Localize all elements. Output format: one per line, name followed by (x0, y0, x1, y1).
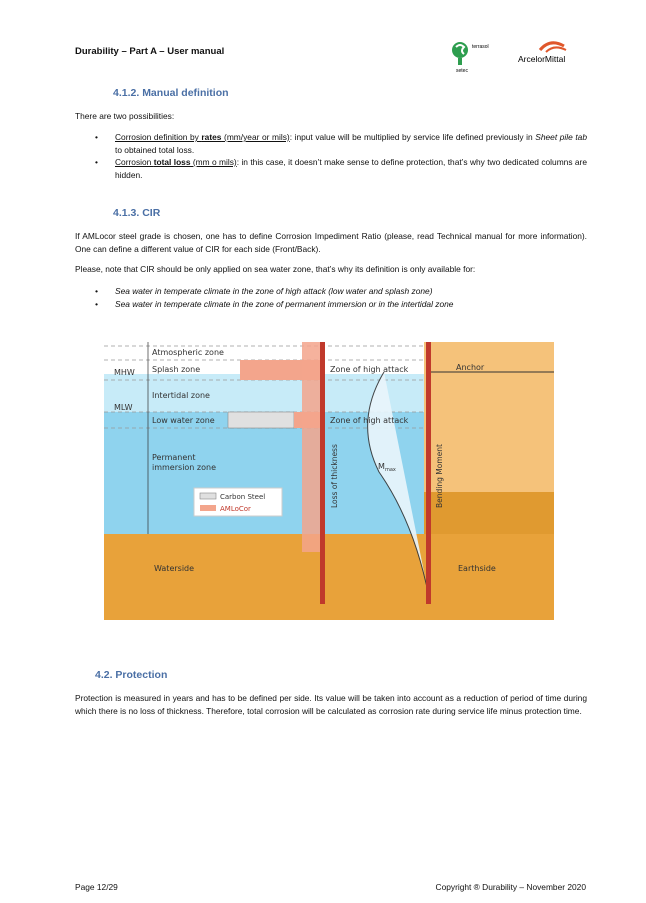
label-loss-of-thickness: Loss of thickness (330, 444, 339, 508)
label-permanent-2: immersion zone (152, 463, 216, 472)
paragraph-cir-intro: If AMLocor steel grade is chosen, one ha… (75, 231, 587, 254)
footer-page-number: Page 12/29 (75, 882, 118, 892)
paragraph-two-possibilities: There are two possibilities: (75, 111, 175, 121)
manual-definition-list: Corrosion definition by rates (mm/year o… (75, 131, 587, 181)
label-m-max-sub: max (385, 467, 396, 473)
label-mlw: MLW (114, 403, 133, 412)
svg-text:setec: setec (456, 68, 468, 74)
legend-carbon-swatch (199, 492, 217, 500)
section-heading-protection: 4.2. Protection (95, 669, 168, 681)
legend-carbon-label: Carbon Steel (220, 493, 265, 501)
label-low-water: Low water zone (152, 416, 215, 425)
label-splash: Splash zone (152, 365, 200, 374)
svg-text:terrasol: terrasol (472, 44, 489, 50)
label-bending-moment: Bending Moment (435, 444, 444, 508)
label-permanent-1: Permanent (152, 453, 196, 462)
paragraph-protection: Protection is measured in years and has … (75, 693, 587, 716)
cir-zone-list: Sea water in temperate climate in the zo… (75, 285, 587, 310)
label-anchor: Anchor (456, 363, 485, 372)
label-zone-high-attack-1: Zone of high attack (330, 365, 409, 374)
label-earthside: Earthside (458, 564, 496, 573)
legend-amlocor-label: AMLoCor (220, 505, 251, 513)
list-item: Sea water in temperate climate in the zo… (75, 298, 587, 311)
list-item: Corrosion total loss (mm o mils): in thi… (75, 156, 587, 181)
loss-of-thickness-strip (302, 342, 320, 552)
sheet-pile-right (426, 342, 431, 604)
section-heading-manual-definition: 4.1.2. Manual definition (113, 87, 229, 99)
label-mhw: MHW (114, 368, 135, 377)
corrosion-zones-figure: Atmospheric zone Splash zone Intertidal … (104, 342, 554, 620)
carbon-lowwater-band (227, 411, 295, 429)
terrasol-logo: terrasol setec (452, 42, 489, 74)
footer-copyright: Copyright ® Durability – November 2020 (435, 882, 586, 892)
label-zone-high-attack-2: Zone of high attack (330, 416, 409, 425)
arcelormittal-logo: ArcelorMittal (518, 41, 567, 64)
legend-box (193, 487, 283, 517)
svg-text:ArcelorMittal: ArcelorMittal (518, 54, 565, 64)
soil-area (104, 534, 554, 620)
paragraph-cir-note: Please, note that CIR should be only app… (75, 264, 476, 274)
list-item: Sea water in temperate climate in the zo… (75, 285, 587, 298)
label-m-max: M (378, 462, 385, 471)
section-heading-cir: 4.1.3. CIR (113, 207, 161, 219)
label-intertidal: Intertidal zone (152, 391, 210, 400)
legend-amlocor-swatch (200, 505, 216, 511)
amlocor-splash-band (240, 360, 320, 380)
label-atmospheric: Atmospheric zone (152, 348, 224, 357)
header-title: Durability – Part A – User manual (75, 46, 225, 57)
sheet-pile-left (320, 342, 325, 604)
list-item: Corrosion definition by rates (mm/year o… (75, 131, 587, 156)
label-waterside: Waterside (154, 564, 194, 573)
bending-moment-curve (367, 371, 430, 598)
earthside-lower (424, 492, 554, 534)
